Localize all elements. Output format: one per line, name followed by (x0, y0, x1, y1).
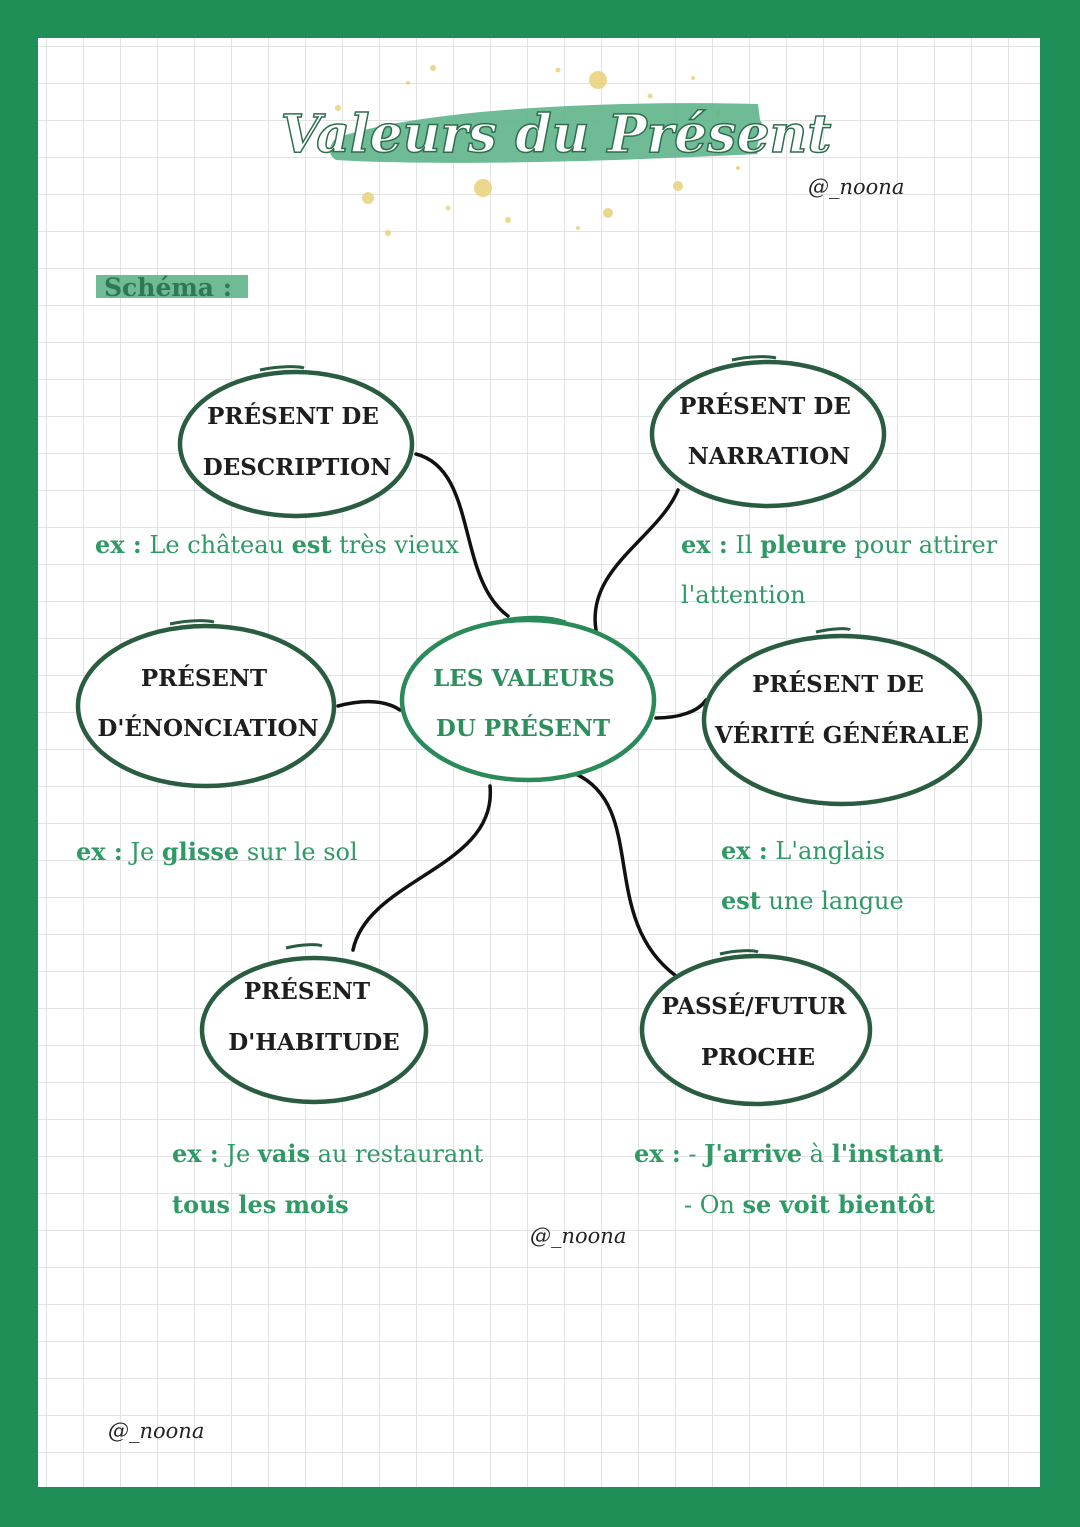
signature-bottom: @_noona (108, 1419, 204, 1443)
connector-enonciation (336, 699, 402, 712)
connector-verite-generale (654, 698, 708, 720)
connector-narration (593, 488, 680, 632)
section-label: Schéma : (104, 273, 232, 302)
connector-habitude (351, 784, 492, 952)
node-passe-futur-proche: PASSÉ/FUTUR PROCHE (639, 949, 873, 1107)
example-description: ex : Le château est très vieux (95, 530, 459, 559)
node-enonciation: PRÉSENT D'ÉNONCIATION (75, 619, 337, 789)
node-enonciation-label: PRÉSENT D'ÉNONCIATION (97, 665, 318, 742)
example-passe-futur-proche: ex : - J'arrive à l'instant- On se voit … (634, 1139, 943, 1219)
signature-middle: @_noona (530, 1224, 626, 1248)
node-description: PRÉSENT DE DESCRIPTION (177, 365, 415, 519)
worksheet-page: Valeurs du Présent @_noona Schéma : LES … (38, 38, 1040, 1487)
node-narration: PRÉSENT DE NARRATION (649, 355, 887, 509)
page-title: Valeurs du Présent (281, 104, 832, 165)
node-verite-generale-label: PRÉSENT DE VÉRITÉ GÉNÉRALE (714, 671, 969, 749)
connector-passe-futur-proche (574, 772, 678, 978)
node-verite-generale: PRÉSENT DE VÉRITÉ GÉNÉRALE (701, 627, 983, 807)
connectors (336, 452, 708, 978)
center-node: LES VALEURS DU PRÉSENT (399, 615, 657, 783)
node-habitude-label: PRÉSENT D'HABITUDE (228, 978, 399, 1056)
example-enonciation: ex : Je glisse sur le sol (76, 837, 358, 866)
node-description-label: PRÉSENT DE DESCRIPTION (203, 403, 392, 481)
node-passe-futur-proche-label: PASSÉ/FUTUR PROCHE (662, 993, 855, 1071)
center-node-outline (399, 617, 657, 783)
connector-description (414, 452, 510, 618)
center-node-label: LES VALEURS DU PRÉSENT (433, 665, 623, 742)
section-label-highlight (96, 275, 248, 298)
title-brush (329, 103, 763, 163)
signature-top: @_noona (808, 175, 904, 199)
mind-map: Valeurs du Présent @_noona Schéma : LES … (75, 65, 998, 1443)
node-narration-label: PRÉSENT DE NARRATION (679, 393, 859, 470)
node-habitude: PRÉSENT D'HABITUDE (199, 943, 429, 1105)
